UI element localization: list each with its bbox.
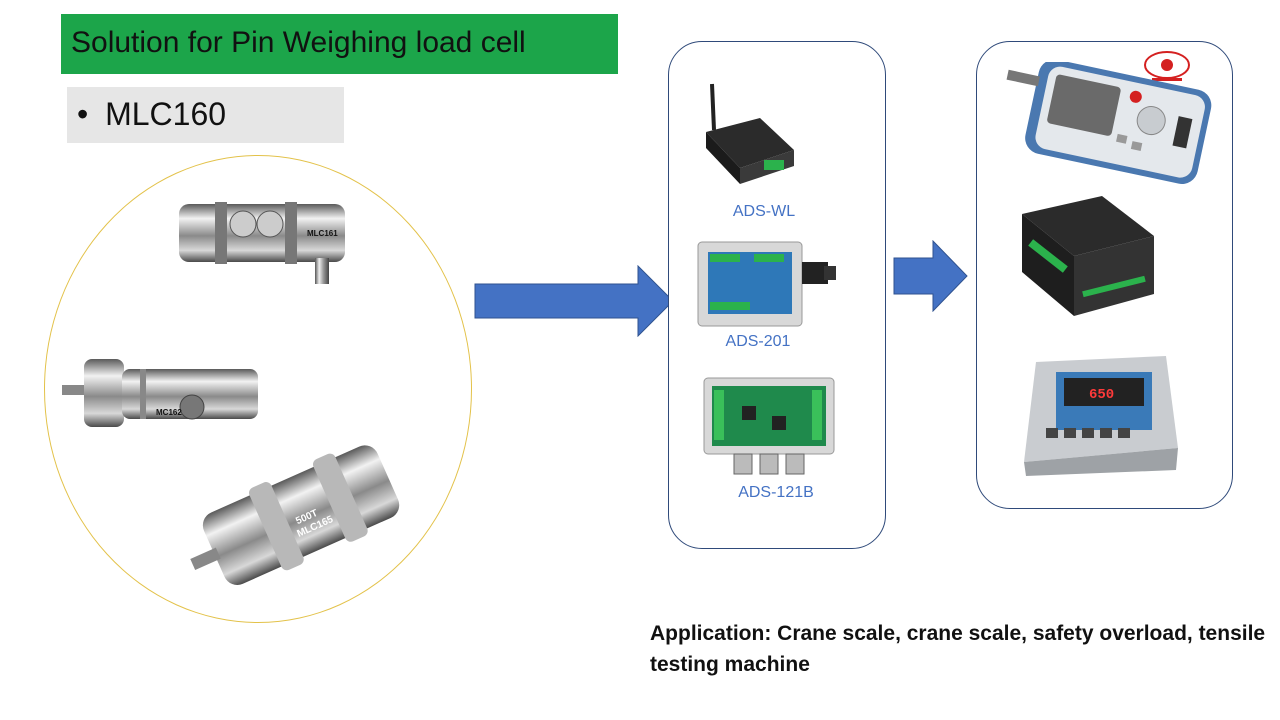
application-description: Application: Crane scale, crane scale, s… [650,622,1266,676]
junction-box-icon [697,241,836,327]
slide-title: Solution for Pin Weighing load cell [61,14,618,74]
module-label-ads-121b: ADS-121B [738,484,814,501]
load-cell-marking: MLC161 [307,229,338,238]
module-label-ads-wl: ADS-WL [732,203,796,220]
weighing-indicator-icon: 650 [1024,356,1178,476]
wireless-transmitter-icon [706,83,794,184]
bullet-text: MLC160 [105,96,227,132]
pin-load-cell-icon: MLC161 [179,202,345,284]
brand-logo-icon [1144,51,1190,81]
pin-load-cell-icon: 500T MLC165 [190,445,400,585]
module-label-ads-201: ADS-201 [725,333,791,350]
pin-load-cell-icon: MC162 [62,359,258,427]
load-cell-marking: MC162 [156,408,182,417]
slide-title-text: Solution for Pin Weighing load cell [71,26,526,59]
handheld-indicator-icon [1006,62,1212,184]
bullet-item: • MLC160 [67,87,344,143]
plc-controller-icon [1022,196,1154,316]
bullet-marker: • [77,96,89,132]
arrow-right-icon [893,240,968,312]
indicator-reading: 650 [1089,387,1114,403]
arrow-right-icon [474,265,674,337]
load-cell-group [44,155,472,623]
junction-box-icon [703,377,835,475]
